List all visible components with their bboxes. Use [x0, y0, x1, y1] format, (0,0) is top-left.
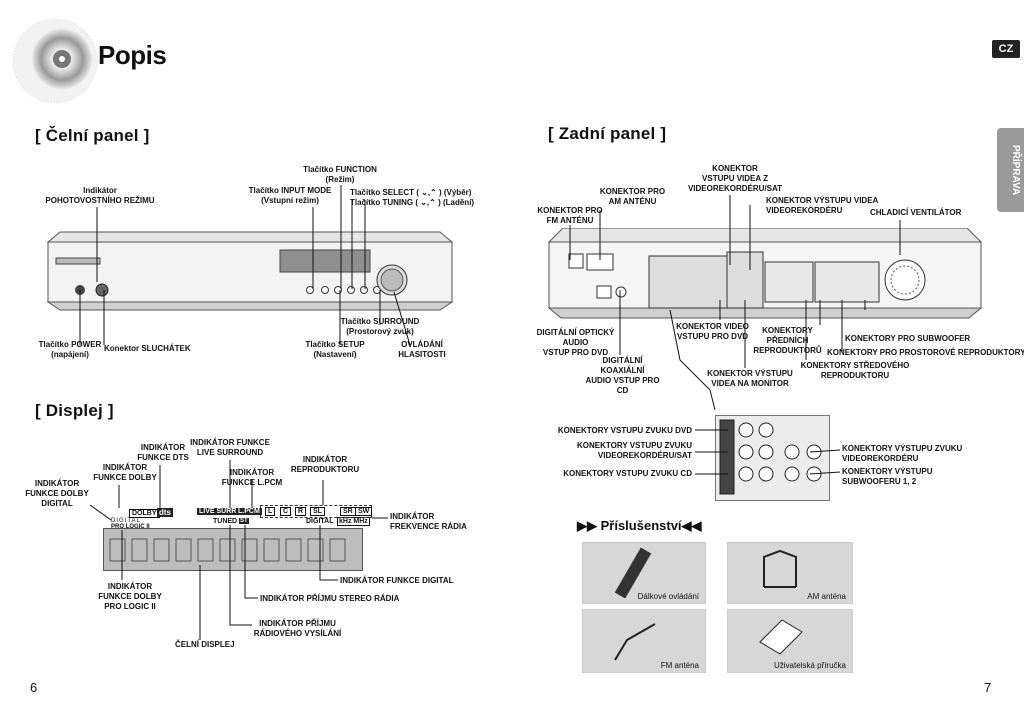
label-video-in-vcr: KONEKTOR VSTUPU VIDEA Z VIDEOREKORDÉRU/S…	[687, 164, 783, 193]
label-fm-antenna-jack: KONEKTOR PRO FM ANTÉNU	[537, 206, 603, 225]
display-segment-digits	[109, 538, 346, 562]
label-dts-indicator: INDIKÁTOR FUNKCE DTS	[137, 443, 189, 462]
side-tab-label: PŘÍPRAVA	[1010, 144, 1021, 196]
label-headphones-jack: Konektor SLUCHÁTEK	[104, 344, 191, 353]
audio-jack-detail-illustration	[719, 419, 822, 495]
label-cd-audio-input: KONEKTORY VSTUPU ZVUKU CD	[563, 469, 692, 478]
display-leader-lines	[89, 460, 388, 640]
label-power-button: Tlačítko POWER (napájení)	[38, 340, 102, 359]
label-radio-frequency-indicator: INDIKÁTOR FREKVENCE RÁDIA	[390, 512, 467, 531]
label-subwoofer-jacks: KONEKTORY PRO SUBWOOFER	[845, 334, 971, 343]
label-center-speaker-jacks: KONEKTORY STŘEDOVÉHO REPRODUKTORU	[800, 361, 910, 380]
section-display: [ Displej ]	[35, 401, 114, 420]
label-standby-indicator: Indikátor POHOTOVOSTNÍHO REŽIMU	[45, 186, 155, 205]
fm-antenna-icon	[614, 623, 656, 661]
label-tuned-indicator: INDIKÁTOR PŘÍJMU RÁDIOVÉHO VYSÍLÁNÍ	[253, 619, 342, 638]
rear-leader-lines	[569, 195, 901, 411]
display-speaker-r: R	[295, 507, 307, 516]
label-digital-indicator: INDIKÁTOR FUNKCE DIGITAL	[340, 576, 454, 585]
am-antenna-icon	[763, 549, 797, 588]
accessory-am-antenna-label: AM anténa	[807, 592, 846, 601]
label-select-button: Tlačítko SELECT ( ⌄,⌃ ) (Výběr)	[350, 188, 472, 197]
display-speaker-sl: SL	[310, 507, 325, 516]
label-monitor-video-output: KONEKTOR VÝSTUPU VIDEA NA MONITOR	[707, 369, 793, 388]
accessory-remote-label: Dálkové ovládání	[637, 592, 699, 601]
display-dts-indicator: dts	[157, 508, 173, 517]
label-vcr-audio-input: KONEKTORY VSTUPU ZVUKU VIDEOREKORDÉRU/SA…	[577, 441, 692, 460]
page-number-right: 7	[984, 680, 992, 695]
label-video-out-vcr: KONEKTOR VÝSTUPU VIDEA VIDEOREKORDÉRU	[766, 196, 879, 215]
section-accessories: ▶▶ Příslušenství◀◀	[577, 518, 702, 533]
display-digital-pl: DIGITAL	[111, 518, 141, 524]
label-lpcm-indicator: INDIKÁTOR FUNKCE L.PCM	[221, 468, 283, 487]
audio-leader-lines	[695, 429, 841, 475]
label-dvd-audio-input: KONEKTORY VSTUPU ZVUKU DVD	[557, 426, 692, 435]
label-volume-control: OVLÁDÁNÍ HLASITOSTI	[398, 340, 446, 359]
display-speaker-sw: SW	[355, 507, 373, 516]
display-pro-logic: PRO LOGIC II	[111, 524, 150, 530]
language-badge: CZ	[992, 40, 1020, 58]
label-front-display: ČELNÍ DISPLEJ	[175, 640, 235, 649]
accessory-manual: Uživatelská příručka	[727, 609, 853, 673]
label-front-speaker-jacks: KONEKTORY PŘEDNÍCH REPRODUKTORŮ	[753, 326, 822, 355]
user-manual-icon	[759, 619, 803, 655]
label-surround-speaker-jacks: KONEKTORY PRO PROSTOROVÉ REPRODUKTORY	[827, 348, 1024, 357]
display-speaker-c: C	[280, 507, 292, 516]
label-subwoofer-output: KONEKTORY VÝSTUPU SUBWOOFERU 1, 2	[842, 467, 933, 486]
display-digital-indicator: DIGITAL	[306, 518, 334, 525]
rear-panel-illustration	[547, 228, 983, 319]
display-st-indicator: ST	[239, 518, 249, 524]
display-live-surr-indicator: LIVE SURR	[197, 508, 239, 515]
label-am-antenna-jack: KONEKTOR PRO AM ANTÉNU	[599, 187, 666, 206]
section-rear-panel: [ Zadní panel ]	[548, 124, 667, 143]
label-pro-logic-indicator: INDIKÁTOR FUNKCE DOLBY PRO LOGIC II	[98, 582, 162, 611]
front-leader-lines	[79, 185, 411, 346]
display-tuned-indicator: TUNED	[213, 518, 238, 525]
label-tuning-button: Tlačítko TUNING ( ⌄,⌃ ) (Ladění)	[350, 198, 475, 207]
front-panel-illustration	[46, 231, 454, 311]
page-title: Popis	[98, 40, 167, 70]
label-cooling-fan: CHLADICÍ VENTILÁTOR	[870, 208, 962, 217]
label-coaxial-input: DIGITÁLNÍ KOAXIÁLNÍ AUDIO VSTUP PRO CD	[585, 356, 660, 395]
label-dolby-indicator: INDIKÁTOR FUNKCE DOLBY	[93, 463, 157, 482]
display-lpcm-indicator: L.PCM	[236, 508, 262, 515]
label-dvd-video-input: KONEKTOR VIDEO VSTUPU PRO DVD	[676, 322, 749, 341]
section-side-tab: PŘÍPRAVA	[997, 128, 1024, 212]
accessory-fm-antenna: FM anténa	[582, 609, 706, 673]
accessory-manual-label: Uživatelská příručka	[773, 661, 846, 670]
label-input-mode-button: Tlačítko INPUT MODE (Vstupní režim)	[248, 186, 332, 205]
label-vcr-audio-output: KONEKTORY VÝSTUPU ZVUKU VIDEOREKORDÉRU	[842, 444, 963, 463]
display-speaker-l: L	[265, 507, 276, 516]
label-function-button: Tlačítko FUNCTION (Režim)	[303, 165, 377, 184]
accessory-fm-antenna-label: FM anténa	[660, 661, 699, 670]
accessory-remote: Dálkové ovládání	[582, 542, 706, 604]
label-setup-button: Tlačítko SETUP (Nastavení)	[305, 340, 365, 359]
page-number-left: 6	[30, 680, 38, 695]
label-stereo-indicator: INDIKÁTOR PŘÍJMU STEREO RÁDIA	[260, 594, 400, 603]
title-disc-logo	[12, 18, 98, 104]
section-front-panel: [ Čelní panel ]	[35, 126, 150, 145]
label-optical-input: DIGITÁLNÍ OPTICKÝ AUDIO VSTUP PRO DVD	[536, 328, 615, 357]
label-dolby-digital-indicator: INDIKÁTOR FUNKCE DOLBY DIGITAL	[25, 479, 89, 508]
accessory-am-antenna: AM anténa	[727, 542, 853, 604]
label-speaker-indicator: INDIKÁTOR REPRODUKTORU	[290, 455, 360, 474]
label-surround-button: Tlačítko SURROUND (Prostorový zvuk)	[340, 317, 420, 336]
remote-control-icon	[615, 547, 652, 599]
label-live-surround-indicator: INDIKÁTOR FUNKCE LIVE SURROUND	[190, 438, 270, 457]
